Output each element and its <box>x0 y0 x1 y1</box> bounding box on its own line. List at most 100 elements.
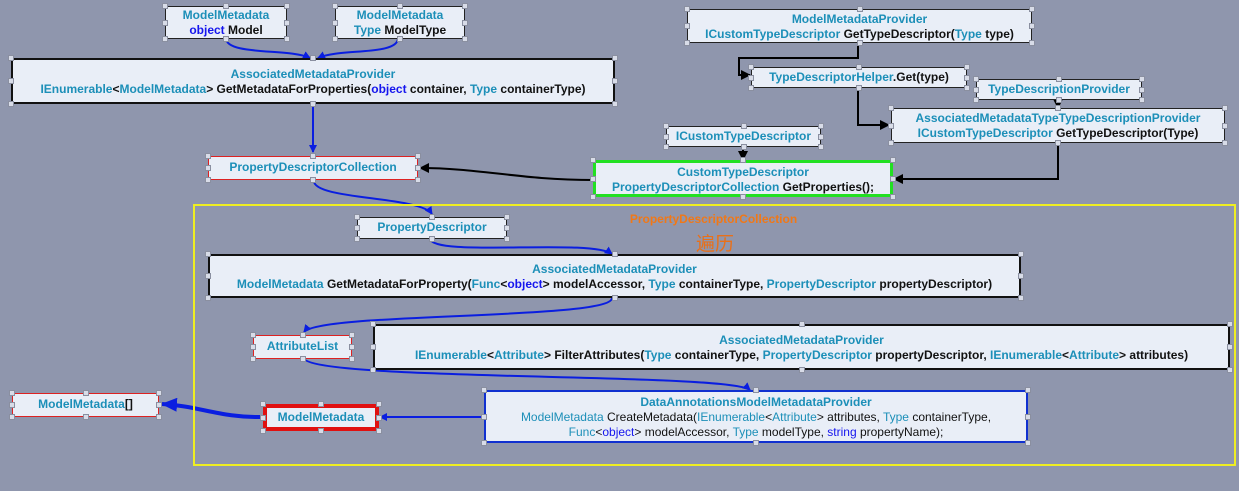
selection-handle[interactable] <box>1025 440 1031 446</box>
selection-handle[interactable] <box>9 390 15 396</box>
node-modelmetadata-array[interactable]: ModelMetadata[] <box>12 393 159 417</box>
selection-handle[interactable] <box>354 214 360 220</box>
selection-handle[interactable] <box>964 74 970 81</box>
selection-handle[interactable] <box>376 414 382 421</box>
selection-handle[interactable] <box>397 36 403 42</box>
selection-handle[interactable] <box>205 153 211 159</box>
node-propertydescriptorcollection[interactable]: PropertyDescriptorCollection <box>208 156 418 180</box>
selection-handle[interactable] <box>663 123 669 129</box>
selection-handle[interactable] <box>250 344 256 350</box>
selection-handle[interactable] <box>299 356 306 362</box>
selection-handle[interactable] <box>8 101 14 107</box>
selection-handle[interactable] <box>1222 122 1228 129</box>
selection-handle[interactable] <box>82 390 89 396</box>
node-modelmetadata-modeltype[interactable]: ModelMetadata Type ModelType <box>335 6 465 39</box>
selection-handle[interactable] <box>462 36 468 42</box>
selection-handle[interactable] <box>156 402 162 408</box>
selection-handle[interactable] <box>684 6 690 12</box>
selection-handle[interactable] <box>354 225 360 231</box>
selection-handle[interactable] <box>82 414 89 420</box>
selection-handle[interactable] <box>1139 86 1145 93</box>
selection-handle[interactable] <box>397 3 403 9</box>
node-modelmetadataprovider[interactable]: ModelMetadataProvider ICustomTypeDescrip… <box>687 9 1032 43</box>
selection-handle[interactable] <box>9 414 15 420</box>
selection-handle[interactable] <box>284 19 290 26</box>
selection-handle[interactable] <box>349 356 355 362</box>
selection-handle[interactable] <box>429 214 435 220</box>
selection-handle[interactable] <box>1227 367 1233 373</box>
selection-handle[interactable] <box>1055 105 1061 111</box>
selection-handle[interactable] <box>611 295 618 301</box>
selection-handle[interactable] <box>1029 40 1035 46</box>
selection-handle[interactable] <box>612 78 618 84</box>
selection-handle[interactable] <box>748 64 754 70</box>
selection-handle[interactable] <box>250 356 256 362</box>
selection-handle[interactable] <box>376 428 382 434</box>
node-modelmetadata-model[interactable]: ModelMetadata object Model <box>165 6 287 39</box>
selection-handle[interactable] <box>223 3 229 9</box>
selection-handle[interactable] <box>332 19 338 26</box>
selection-handle[interactable] <box>740 157 746 163</box>
selection-handle[interactable] <box>890 157 896 163</box>
node-associatedmetadatatypetypedescriptionprovider[interactable]: AssociatedMetadataTypeTypeDescriptionPro… <box>891 108 1225 143</box>
selection-handle[interactable] <box>332 3 338 9</box>
selection-handle[interactable] <box>205 177 211 183</box>
selection-handle[interactable] <box>856 64 862 70</box>
selection-handle[interactable] <box>856 85 862 91</box>
selection-handle[interactable] <box>1025 387 1031 393</box>
selection-handle[interactable] <box>856 40 863 46</box>
selection-handle[interactable] <box>310 55 316 61</box>
selection-handle[interactable] <box>1025 413 1031 420</box>
selection-handle[interactable] <box>223 36 229 42</box>
selection-handle[interactable] <box>590 157 596 163</box>
selection-handle[interactable] <box>798 321 805 327</box>
selection-handle[interactable] <box>964 64 970 70</box>
selection-handle[interactable] <box>818 144 824 150</box>
node-amp-filterattributes[interactable]: AssociatedMetadataProvider IEnumerable<A… <box>373 324 1230 370</box>
selection-handle[interactable] <box>684 23 690 29</box>
selection-handle[interactable] <box>753 387 759 393</box>
selection-handle[interactable] <box>818 123 824 129</box>
selection-handle[interactable] <box>856 6 863 12</box>
selection-handle[interactable] <box>1055 140 1061 146</box>
selection-handle[interactable] <box>748 74 754 81</box>
node-dataannotationsmodelmetadataprovider[interactable]: DataAnnotationsModelMetadataProvider Mod… <box>484 390 1028 443</box>
selection-handle[interactable] <box>9 402 15 408</box>
selection-handle[interactable] <box>504 225 510 231</box>
node-amp-getmetadataforproperties[interactable]: AssociatedMetadataProvider IEnumerable<M… <box>11 58 615 104</box>
selection-handle[interactable] <box>973 76 979 82</box>
selection-handle[interactable] <box>8 55 14 61</box>
selection-handle[interactable] <box>1227 344 1233 350</box>
selection-handle[interactable] <box>590 194 596 200</box>
selection-handle[interactable] <box>1018 273 1024 279</box>
selection-handle[interactable] <box>349 344 355 350</box>
selection-handle[interactable] <box>748 85 754 91</box>
selection-handle[interactable] <box>162 3 168 9</box>
selection-handle[interactable] <box>8 78 14 84</box>
selection-handle[interactable] <box>205 295 211 301</box>
selection-handle[interactable] <box>1056 76 1062 82</box>
selection-handle[interactable] <box>284 36 290 42</box>
selection-handle[interactable] <box>888 122 894 129</box>
selection-handle[interactable] <box>888 140 894 146</box>
selection-handle[interactable] <box>888 105 894 111</box>
selection-handle[interactable] <box>481 387 487 393</box>
selection-handle[interactable] <box>663 144 669 150</box>
selection-handle[interactable] <box>612 55 618 61</box>
selection-handle[interactable] <box>973 86 979 93</box>
selection-handle[interactable] <box>1222 105 1228 111</box>
selection-handle[interactable] <box>162 36 168 42</box>
selection-handle[interactable] <box>260 414 266 421</box>
selection-handle[interactable] <box>205 273 211 279</box>
selection-handle[interactable] <box>462 19 468 26</box>
selection-handle[interactable] <box>1029 6 1035 12</box>
selection-handle[interactable] <box>205 165 211 171</box>
selection-handle[interactable] <box>612 101 618 107</box>
selection-handle[interactable] <box>973 97 979 103</box>
selection-handle[interactable] <box>1056 97 1062 103</box>
selection-handle[interactable] <box>504 236 510 242</box>
selection-handle[interactable] <box>205 251 211 257</box>
selection-handle[interactable] <box>590 175 596 182</box>
selection-handle[interactable] <box>504 214 510 220</box>
selection-handle[interactable] <box>299 332 306 338</box>
